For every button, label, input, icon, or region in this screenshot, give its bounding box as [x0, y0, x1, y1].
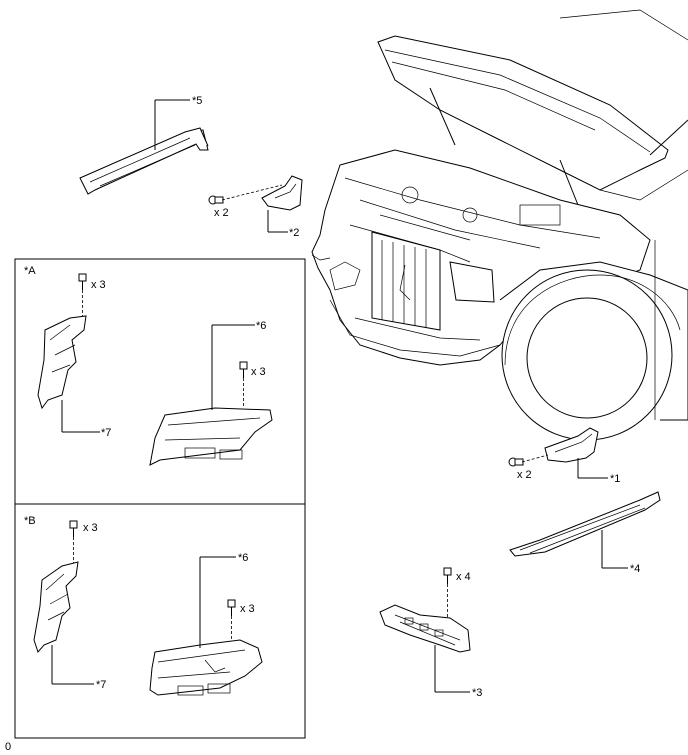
clip-bolt-icon	[208, 195, 224, 205]
panel-b-label: *B	[24, 515, 36, 527]
bolt-icon-b-top	[69, 520, 78, 537]
part-6-headlamp-a	[149, 407, 273, 466]
callout-6-b: *6	[238, 552, 248, 564]
part-7-bracket-a	[37, 315, 87, 410]
quantity-bolt-b-lamp: x 3	[240, 603, 255, 615]
callout-7-a: *7	[101, 427, 111, 439]
callout-2: *2	[289, 227, 299, 239]
callout-7-b: *7	[96, 679, 106, 691]
callout-3: *3	[472, 687, 482, 699]
quantity-clip-1: x 2	[517, 469, 532, 481]
callout-4: *4	[630, 563, 640, 575]
part-6-headlamp-b	[149, 639, 263, 696]
clip-bolt-icon-1	[508, 457, 524, 467]
quantity-bolt-a-top: x 3	[91, 279, 106, 291]
quantity-bolt-3: x 4	[456, 571, 471, 583]
vehicle-front-illustration	[311, 9, 688, 441]
callout-6-a: *6	[256, 320, 266, 332]
bolt-icon-a-top	[78, 273, 87, 290]
quantity-bolt-b-top: x 3	[83, 522, 98, 534]
part-3-cover	[379, 604, 471, 653]
bolt-icon-b-lamp	[227, 599, 236, 616]
quantity-bolt-a-lamp: x 3	[251, 366, 266, 378]
part-5-upper-rail	[79, 127, 209, 195]
bolt-icon-3	[443, 567, 452, 584]
part-1-bracket	[544, 427, 599, 463]
bolt-icon-a-lamp	[239, 361, 248, 378]
callout-5: *5	[192, 95, 202, 107]
panel-b-frame	[14, 503, 306, 739]
part-4-lower-rail	[509, 491, 661, 557]
part-2-bracket	[261, 175, 303, 211]
illustration-code: 0	[5, 741, 11, 753]
callout-1: *1	[610, 473, 620, 485]
panel-a-label: *A	[24, 265, 36, 277]
part-7-bracket-b	[33, 561, 79, 653]
quantity-clip-2: x 2	[214, 207, 229, 219]
